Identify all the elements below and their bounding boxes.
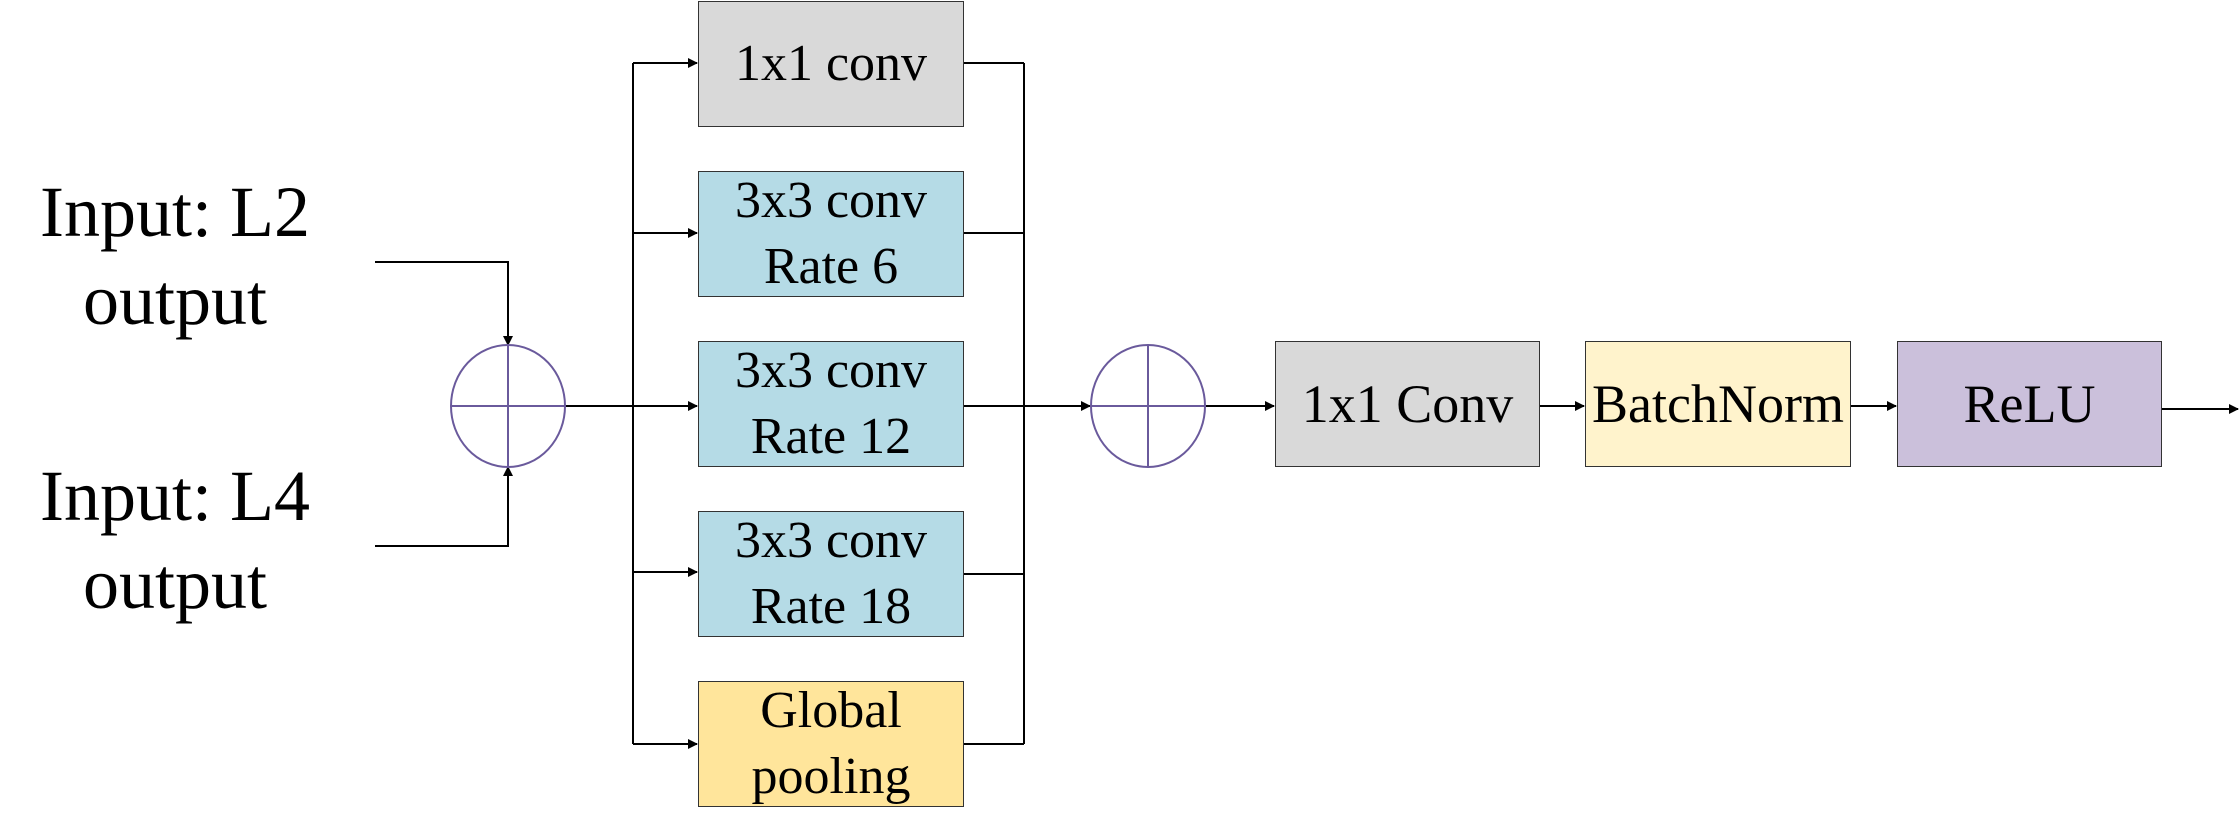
input-l2-line2: output bbox=[82, 260, 267, 340]
branch-3-line1: 3x3 conv bbox=[734, 342, 928, 399]
branch-3x3-rate18: 3x3 conv Rate 18 bbox=[698, 511, 964, 637]
input-l4-line1: Input: L4 bbox=[40, 456, 310, 536]
input-l2-connector bbox=[375, 261, 513, 346]
input-l2-line1: Input: L2 bbox=[40, 172, 310, 252]
output-1x1-conv-label: 1x1 Conv bbox=[1301, 374, 1514, 434]
branch-5-line1: Global bbox=[760, 682, 902, 739]
output-relu-label: ReLU bbox=[1963, 374, 2096, 434]
circled-plus-icon bbox=[450, 344, 566, 468]
branch-2-line1: 3x3 conv bbox=[734, 172, 928, 229]
branch-5-line2: pooling bbox=[751, 748, 911, 805]
branch-4-line2: Rate 18 bbox=[750, 578, 912, 635]
input-l2-label: Input: L2 output bbox=[5, 168, 345, 344]
branch-1x1-conv: 1x1 conv bbox=[698, 1, 964, 127]
output-relu: ReLU bbox=[1897, 341, 2162, 467]
circled-plus-icon bbox=[1090, 344, 1206, 468]
branch-1-line1: 1x1 conv bbox=[734, 35, 928, 92]
output-batchnorm-label: BatchNorm bbox=[1592, 374, 1844, 434]
output-batchnorm: BatchNorm bbox=[1585, 341, 1851, 467]
input-l4-connector bbox=[375, 466, 513, 547]
branch-3x3-rate12: 3x3 conv Rate 12 bbox=[698, 341, 964, 467]
input-l4-line2: output bbox=[82, 544, 267, 624]
branch-3x3-rate6: 3x3 conv Rate 6 bbox=[698, 171, 964, 297]
branch-4-line1: 3x3 conv bbox=[734, 512, 928, 569]
branch-2-line2: Rate 6 bbox=[763, 238, 899, 295]
output-1x1-conv: 1x1 Conv bbox=[1275, 341, 1540, 467]
input-l4-label: Input: L4 output bbox=[5, 452, 345, 628]
branch-global-pooling: Global pooling bbox=[698, 681, 964, 807]
branch-3-line2: Rate 12 bbox=[750, 408, 912, 465]
